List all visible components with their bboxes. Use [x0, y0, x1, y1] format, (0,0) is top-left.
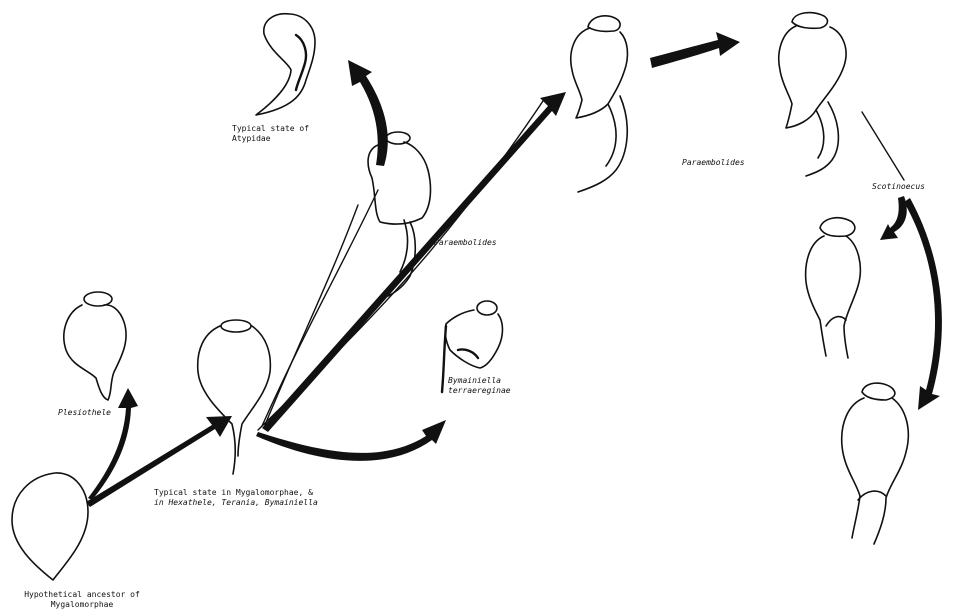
scotinoecus-label: Scotinoecus — [872, 182, 925, 191]
line-to-scotinoecus — [861, 111, 905, 181]
typical-state-line1: Typical state in Mygalomorphae, & — [154, 488, 313, 497]
scotinoecus-mid-bulb — [804, 216, 862, 359]
bymainiella-bulb — [440, 300, 504, 394]
paraembolides-top-label: Paraembolides — [682, 158, 745, 167]
ancestor-bulb — [11, 472, 89, 581]
typical-bulb — [196, 319, 272, 475]
ancestor-label: Hypothetical ancestor of Mygalomorphae — [2, 590, 162, 609]
typical-state-label: Typical state in Mygalomorphae, & in Hex… — [154, 488, 318, 508]
arrow-ancestor-to-typical — [86, 416, 232, 507]
atypidae-label-line1: Typical state of — [232, 124, 310, 133]
arrow-typical-to-bymainiella — [256, 420, 446, 461]
bymainiella-label: Bymainiella terraereginae — [448, 376, 511, 396]
atypidae-bulb — [255, 12, 316, 116]
paraembolides-top-bulb — [570, 15, 629, 193]
line-to-paraembolides-mid — [261, 189, 379, 427]
arrow-to-scotinoecus-mid — [880, 196, 907, 240]
paraembolides-mid-label: Paraembolides — [434, 238, 497, 247]
arrow-to-scotinoecus-bottom — [904, 198, 942, 410]
plesiothele-label: Plesiothele — [58, 408, 111, 417]
arrow-to-right-top — [650, 32, 740, 68]
ancestor-label-line2: Mygalomorphae — [50, 600, 114, 609]
ancestor-label-line1: Hypothetical ancestor of — [24, 590, 140, 599]
arrow-ancestor-to-plesiothele — [88, 388, 138, 500]
atypidae-label: Typical state of Atypidae — [232, 124, 309, 144]
bymainiella-label-line1: Bymainiella — [448, 376, 501, 385]
bymainiella-label-line2: terraereginae — [448, 386, 511, 395]
plesiothele-bulb — [63, 291, 127, 401]
scotinoecus-bottom-bulb — [840, 382, 910, 545]
atypidae-label-line2: Atypidae — [232, 134, 271, 143]
right-top-bulb — [778, 11, 847, 177]
line-to-atypidae — [264, 204, 359, 426]
arrow-to-atypidae — [348, 60, 388, 166]
arrow-to-paraembolides-top — [262, 92, 566, 432]
typical-state-line2: in Hexathele, Terania, Bymainiella — [154, 498, 318, 507]
